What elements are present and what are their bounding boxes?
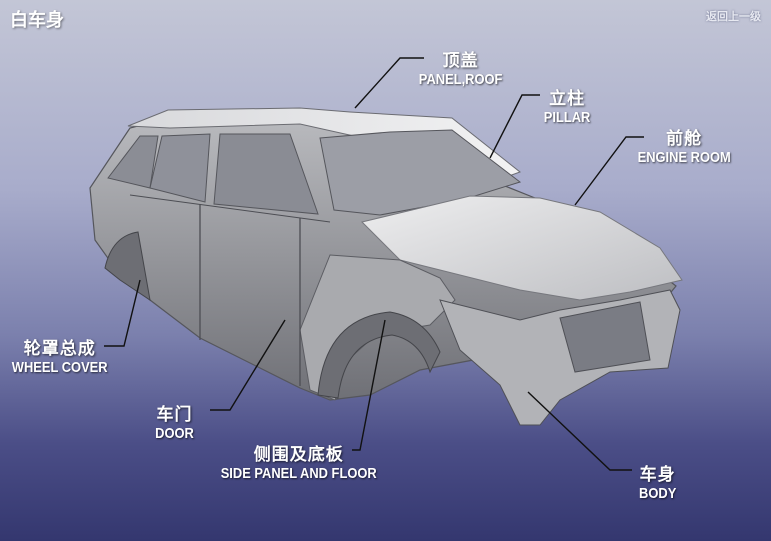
label-wheel-cover[interactable]: 轮罩总成 WHEEL COVER (4, 334, 115, 376)
back-link[interactable]: 返回上一级 (706, 10, 761, 23)
radiator-support-opening (559, 301, 651, 373)
label-engine-room-en: ENGINE ROOM (637, 149, 731, 166)
front-door-window-opening (213, 133, 319, 215)
label-panel-roof-zh: 顶盖 (442, 51, 479, 70)
label-side-panel-floor[interactable]: 侧围及底板 SIDE PANEL AND FLOOR (208, 440, 389, 482)
hood-shape (361, 195, 683, 301)
label-door-en: DOOR (155, 425, 194, 442)
label-panel-roof-en: PANEL,ROOF (418, 71, 503, 88)
label-side-panel-floor-en: SIDE PANEL AND FLOOR (220, 465, 377, 482)
label-body-en: BODY (639, 485, 677, 502)
windshield-opening (319, 129, 522, 216)
label-side-panel-floor-zh: 侧围及底板 (253, 445, 344, 464)
label-engine-room[interactable]: 前舱 ENGINE ROOM (630, 124, 738, 166)
label-pillar-en: PILLAR (543, 109, 591, 126)
door-belt-line (129, 194, 331, 223)
label-wheel-cover-en: WHEEL COVER (11, 359, 108, 376)
roof-shape (127, 107, 522, 191)
label-pillar[interactable]: 立柱 PILLAR (540, 84, 594, 126)
label-engine-room-zh: 前舱 (666, 129, 703, 148)
page-title: 白车身 (10, 10, 64, 31)
label-pillar-zh: 立柱 (549, 89, 586, 108)
rear-window-opening (107, 135, 159, 189)
label-body-zh: 车身 (639, 465, 676, 484)
label-panel-roof[interactable]: 顶盖 PANEL,ROOF (412, 46, 509, 88)
label-wheel-cover-zh: 轮罩总成 (23, 339, 96, 358)
label-door[interactable]: 车门 DOOR (152, 400, 197, 442)
label-body[interactable]: 车身 BODY (636, 460, 679, 502)
rear-door-window-opening (149, 133, 211, 203)
label-door-zh: 车门 (156, 405, 193, 424)
